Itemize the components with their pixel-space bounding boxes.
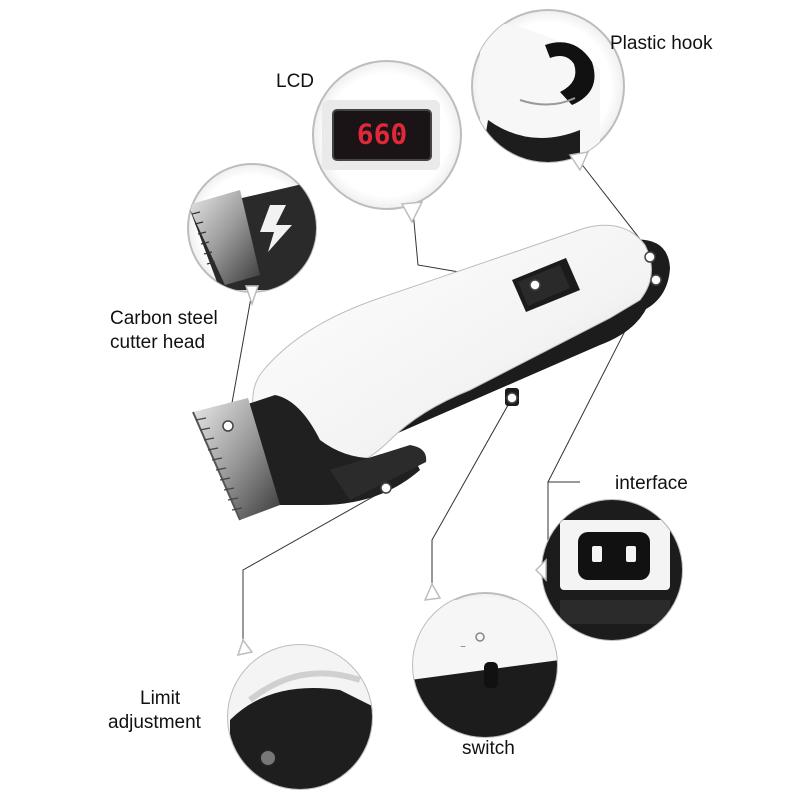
label-limit-line-2: adjustment xyxy=(108,712,201,734)
power-switch-icon xyxy=(484,662,498,688)
lcd-screen xyxy=(332,109,432,161)
label-switch: switch xyxy=(462,738,515,759)
clipper-body xyxy=(192,224,670,521)
plastic-hook-callout xyxy=(471,9,625,172)
label-carbon-steel-cutter-head: Carbon steel cutter head xyxy=(110,307,218,356)
label-carbon-line-2: cutter head xyxy=(110,332,206,354)
interface-callout xyxy=(534,499,683,641)
bolt-logo-icon xyxy=(260,205,292,252)
limit-callout xyxy=(227,638,373,790)
lcd-window xyxy=(512,258,580,312)
lcd-callout: 099 xyxy=(312,60,462,224)
leader-switch xyxy=(431,397,513,593)
label-lcd: LCD xyxy=(276,71,315,92)
cutter-callout xyxy=(187,163,317,307)
cutter-head xyxy=(192,398,280,521)
switch-callout: – xyxy=(412,582,558,738)
callout-dots xyxy=(222,251,662,494)
label-interface: interface xyxy=(615,473,688,494)
lcd-digits: 099 xyxy=(357,117,408,150)
leader-limit xyxy=(242,489,386,645)
label-limit-adjustment: Limit adjustment xyxy=(108,687,201,736)
svg-text:–: – xyxy=(460,639,466,653)
label-plastic-hook: Plastic hook xyxy=(610,33,713,54)
label-carbon-line-1: Carbon steel xyxy=(110,308,218,329)
screw-icon xyxy=(259,749,277,767)
limit-lever xyxy=(330,445,427,500)
hook-icon xyxy=(545,42,595,105)
label-limit-line-1: Limit xyxy=(140,688,181,709)
power-port-icon xyxy=(578,532,650,580)
